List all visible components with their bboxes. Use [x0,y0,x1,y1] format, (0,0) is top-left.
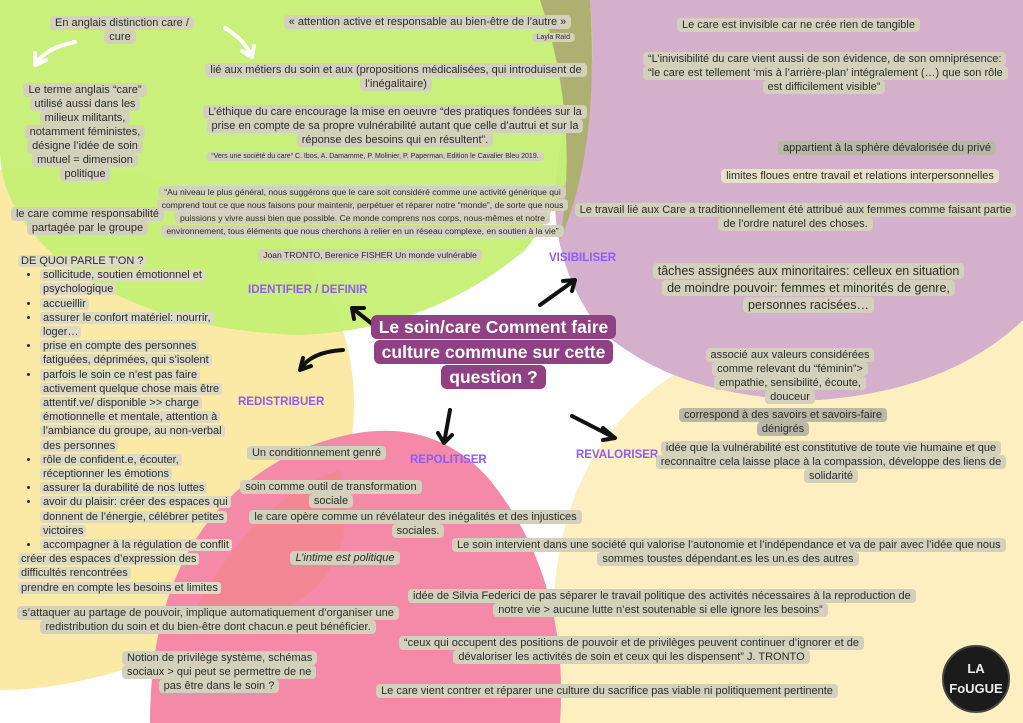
purple-blob [555,0,1023,400]
note-privilege: Notion de privilège système, schémas soc… [122,651,318,693]
note-distinction: En anglais distinction care / cure [50,16,194,44]
arrow-to-revaloriser [570,414,617,442]
note-taches: tâches assignées aux minoritaires: celle… [652,263,965,314]
list-after-1: créer des espaces d’expression des diffi… [18,553,200,580]
de-quoi-parle-ton-list: DE QUOI PARLE T’ON ? sollicitude, soutie… [18,254,233,595]
list-item: assurer la durabilité de nos luttes [40,481,233,495]
list-item: avoir du plaisir: créer des espaces qui … [40,495,233,538]
list-after-2: prendre en compte les besoins et limites [18,581,221,594]
list-item: accompagner à la régulation de conflit [40,538,233,552]
arrows [298,278,617,445]
note-intime: L’intime est politique [288,551,402,565]
list-item: prise en compte des personnes fatiguées,… [40,339,233,367]
note-metiers: lié aux métiers du soin et aux (proposit… [200,63,592,91]
arrow-right-white [223,26,256,59]
note-savoirs: correspond à des savoirs et savoirs-fair… [669,408,897,436]
note-responsabilite: le care comme responsabilité partagée pa… [10,207,165,235]
note-invisible: Le care est invisible car ne crée rien d… [676,18,921,32]
list-item: rôle de confident.e, écouter, réceptionn… [40,453,233,481]
label-redistribuer: REDISTRIBUER [238,396,325,408]
arrow-to-repolitiser [436,408,454,445]
red-overlap [190,470,345,623]
white-arrows [33,26,256,67]
arrow-left-white [33,40,77,67]
list-item: assurer le confort matériel: nourrir, lo… [40,311,233,339]
list-heading: DE QUOI PARLE T’ON ? [18,255,147,267]
list-item: parfois le soin ce n’est pas faire activ… [40,368,233,453]
note-federici: idée de Silvia Federici de pas séparer l… [408,589,916,617]
central-title: Le soin/care Comment faire culture commu… [345,315,642,390]
note-outil: soin comme outil de transformation socia… [232,480,430,508]
label-repolitiser: REPOLITISER [410,454,487,466]
list-item: accueillir [40,297,233,311]
label-revaloriser: REVALORISER [576,449,659,461]
note-sacrifice: Le care vient contrer et réparer une cul… [372,684,842,698]
note-pouvoir: s’attaquer au partage de pouvoir, impliq… [14,606,402,634]
note-femmes: Le travail lié aux Care a traditionnelle… [573,203,1018,231]
note-limites: limites floues entre travail et relation… [718,169,1002,183]
label-visibiliser: VISIBILISER [549,252,617,264]
list-item: sollicitude, soutien émotionnel et psych… [40,268,233,296]
note-vulnerabilite: idée que la vulnérabilité est constituti… [646,441,1016,483]
note-ethique-source: “Vers une société du care” C. Ibos, A. D… [160,152,590,162]
note-feminin: associé aux valeurs considérées comme re… [697,348,883,404]
arrow-to-visibiliser [538,278,577,307]
note-attention: « attention active et responsable au bie… [280,15,575,29]
yellow-blob-right [552,300,1023,723]
note-inivisibilite: “L’inivisibilité du care vient aussi de … [643,52,1008,94]
note-ethique: L’éthique du care encourage la mise en o… [198,105,592,147]
arrow-to-redistribuer [298,348,345,372]
label-identifier: IDENTIFIER / DEFINIR [248,284,368,296]
note-tronto-source: Joan TRONTO, Berenice FISHER Un monde vu… [230,249,510,262]
note-attention-author: Layla Raïd [440,33,575,43]
note-autonomie: Le soin intervient dans une société qui … [452,538,1006,566]
note-revelateur: le care opère comme un révélateur des in… [229,510,607,538]
note-tronto-quote: “Au niveau le plus général, nous suggéro… [155,186,570,238]
note-prive: appartient à la sphère dévalorisée du pr… [776,141,998,155]
note-terme-anglais: Le terme anglais “care” utilisé aussi da… [14,83,156,181]
note-tronto-pouvoir: “ceux qui occupent des positions de pouv… [398,636,865,664]
note-conditionnement: Un conditionnement genré [244,446,389,460]
